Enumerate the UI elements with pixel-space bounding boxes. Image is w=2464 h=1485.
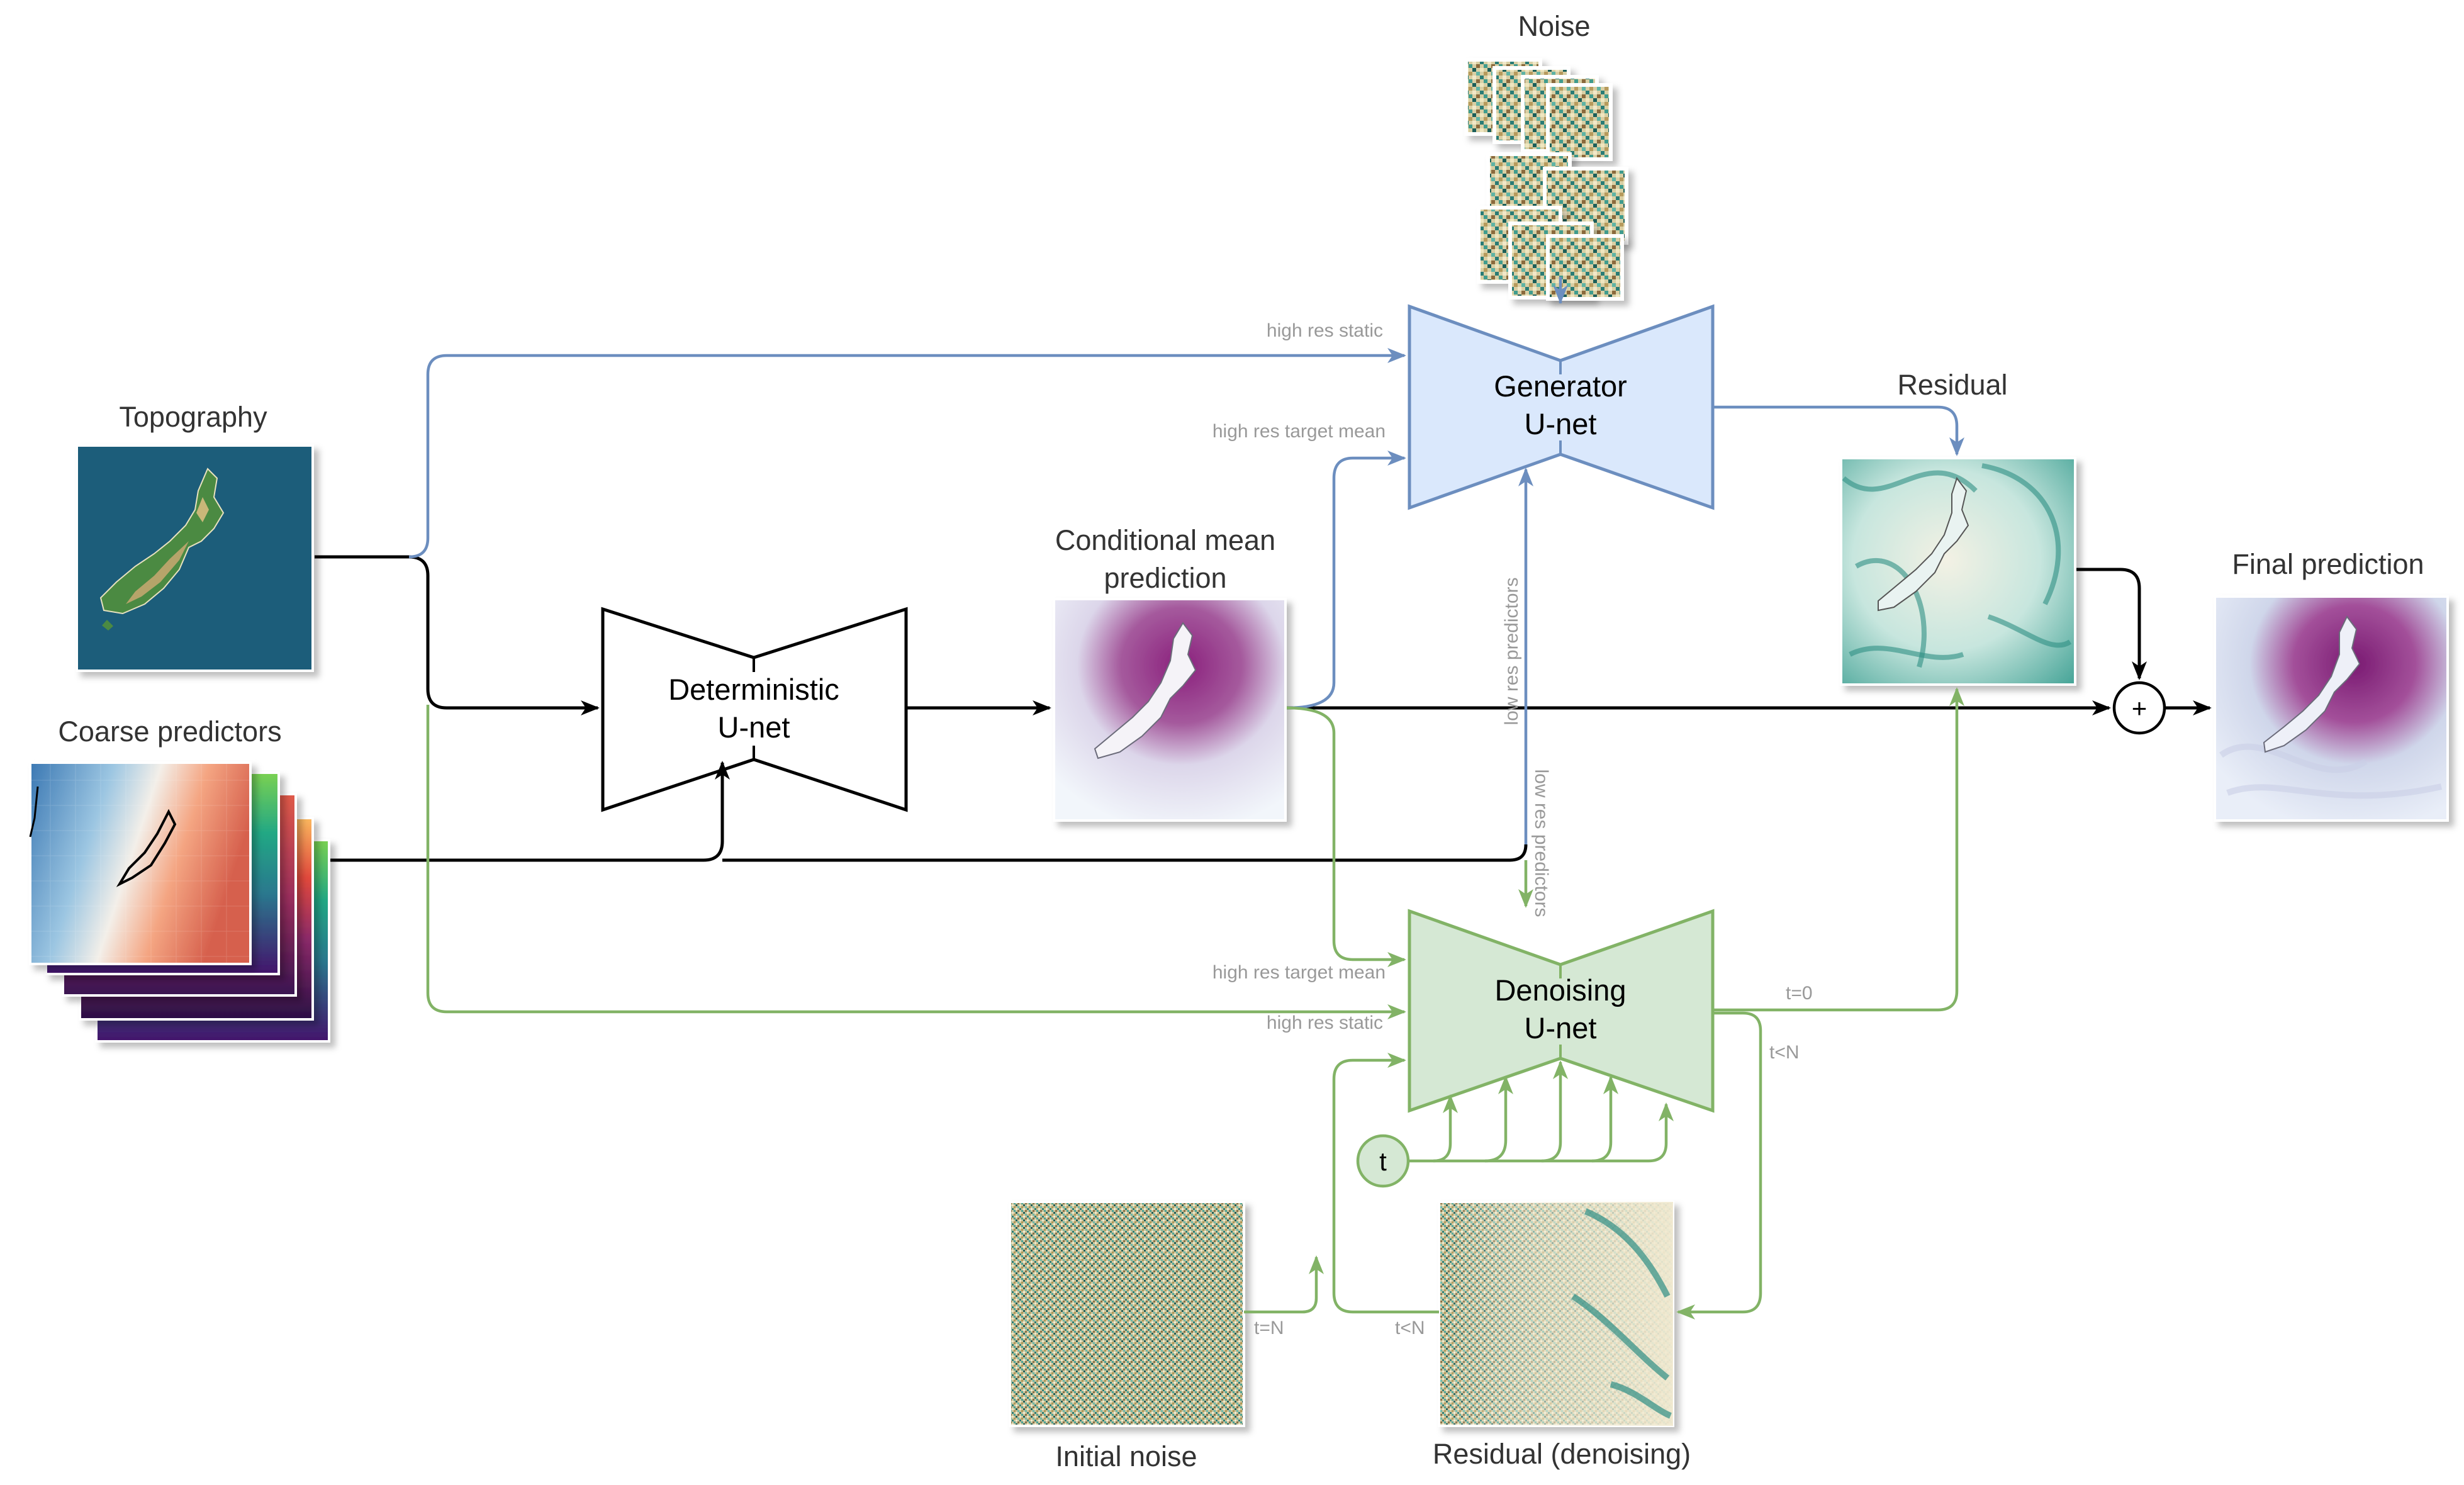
- label-t-lt-n-loop: t<N: [1395, 1318, 1425, 1338]
- coarse-predictors-stack: [29, 761, 330, 1043]
- edge-t-branch-4: [1591, 1075, 1618, 1163]
- edge-t-branch-3: [1541, 1060, 1568, 1163]
- generator-label-line2: U-net: [1525, 407, 1597, 440]
- final-prediction-label: Final prediction: [2232, 548, 2424, 580]
- conditional-mean-image: [1053, 598, 1287, 822]
- denoising-label-line2: U-net: [1525, 1011, 1597, 1045]
- edge-coarse-to-right: [722, 844, 1528, 862]
- noise-tile: [1546, 83, 1613, 161]
- edge-topo-to-deterministic: [315, 555, 600, 715]
- generator-label-line1: Generator: [1494, 369, 1627, 403]
- label-high-res-static-bottom: high res static: [1267, 1012, 1383, 1033]
- edge-t-branch-2: [1484, 1075, 1513, 1163]
- final-prediction-image: [2214, 595, 2449, 822]
- denoising-unet: Denoising U-net: [1408, 909, 1715, 1113]
- denoising-label-line1: Denoising: [1494, 973, 1626, 1007]
- label-high-res-target-mean-bottom: high res target mean: [1212, 962, 1386, 983]
- topography-map: [76, 444, 314, 672]
- conditional-mean-label-line1: Conditional mean: [1055, 524, 1275, 556]
- edge-topo-to-denoising-static: [426, 705, 1406, 1019]
- noise-tile: [1546, 234, 1624, 301]
- initial-noise-label: Initial noise: [1055, 1440, 1197, 1472]
- edge-denoising-loop: [1676, 1011, 1762, 1320]
- residual-denoising-image: [1438, 1201, 1674, 1427]
- residual-image: [1840, 457, 2076, 686]
- label-t0: t=0: [1786, 983, 1813, 1004]
- generator-unet: Generator U-net: [1408, 304, 1715, 510]
- label-t-lt-n-right: t<N: [1769, 1042, 1800, 1063]
- edge-condmean-to-denoising: [1286, 706, 1406, 967]
- label-low-res-predictors-up: low res predictors: [1501, 577, 1522, 725]
- edge-initial-noise-to-loop: [1244, 1255, 1324, 1314]
- edge-t-to-denoising: [1408, 1102, 1674, 1163]
- noise-label: Noise: [1518, 10, 1590, 42]
- label-high-res-target-mean-top: high res target mean: [1212, 421, 1386, 442]
- edge-coarse-to-deterministic: [330, 761, 730, 862]
- edge-denoising-to-residual: [1713, 687, 1964, 1012]
- sum-node-label: +: [2132, 693, 2148, 723]
- residual-label: Residual: [1897, 369, 2007, 401]
- deterministic-label-line1: Deterministic: [668, 673, 839, 706]
- coarse-predictors-label: Coarse predictors: [58, 715, 281, 748]
- t-node-label: t: [1379, 1146, 1387, 1176]
- edge-t-branch-1: [1433, 1094, 1458, 1163]
- edge-residual-denoising-back: [1332, 1053, 1439, 1314]
- t-node: t: [1356, 1134, 1410, 1188]
- edge-topo-to-generator-static: [408, 348, 1406, 559]
- label-high-res-static-top: high res static: [1267, 320, 1383, 341]
- noise-stack: [1464, 58, 1628, 301]
- deterministic-unet: Deterministic U-net: [601, 607, 908, 812]
- residual-denoising-label: Residual (denoising): [1433, 1438, 1691, 1470]
- edge-condmean-to-generator: [1286, 451, 1406, 710]
- label-t-eq-n: t=N: [1254, 1318, 1284, 1338]
- deterministic-label-line2: U-net: [718, 710, 790, 744]
- edge-generator-to-residual: [1713, 405, 1964, 456]
- initial-noise-image: [1009, 1201, 1245, 1427]
- edge-residual-to-sum: [2076, 568, 2147, 680]
- conditional-mean-label-line2: prediction: [1104, 562, 1226, 594]
- sum-node: +: [2112, 681, 2166, 735]
- topography-label: Topography: [119, 401, 267, 433]
- label-low-res-predictors-down: low res predictors: [1531, 769, 1552, 917]
